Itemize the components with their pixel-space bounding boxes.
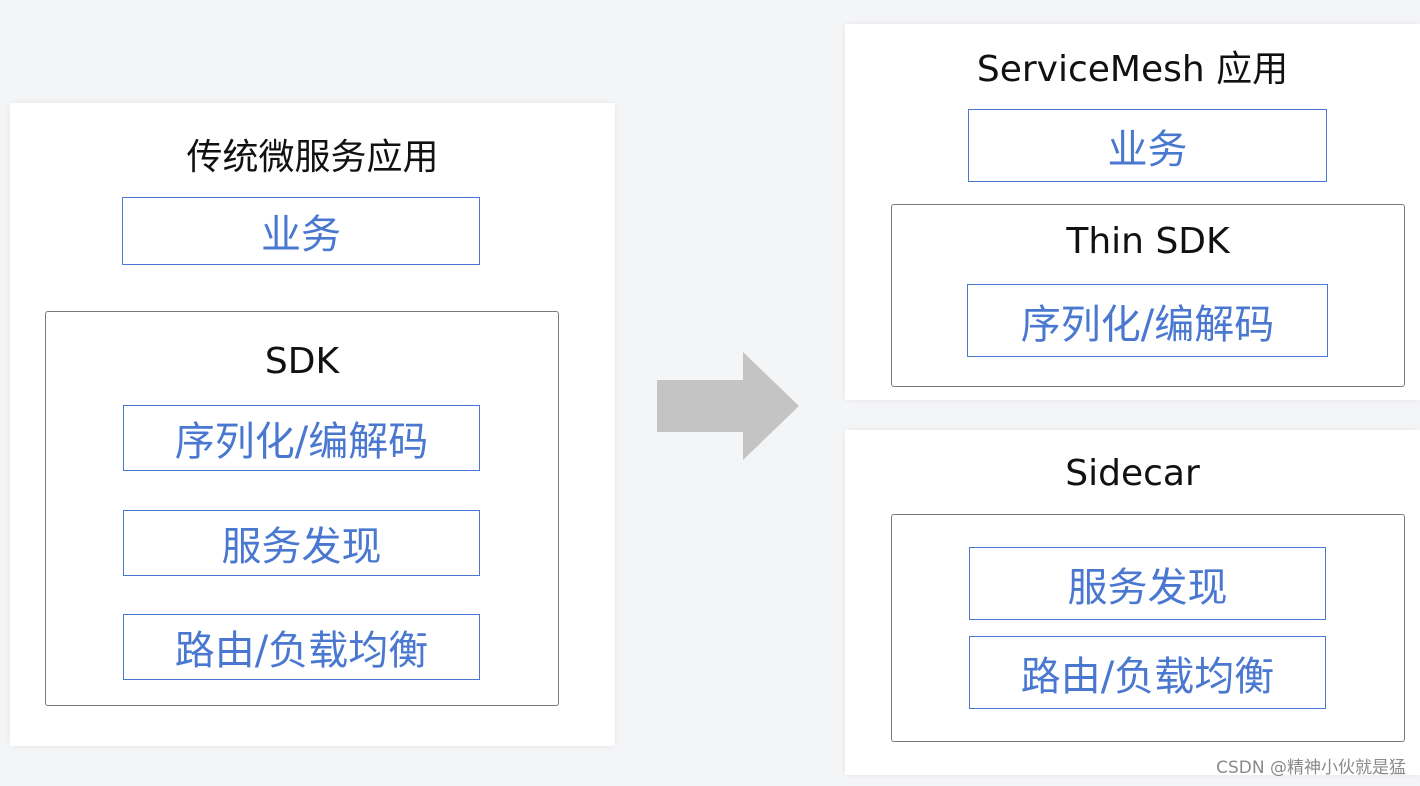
- right-arrow-icon: [657, 352, 799, 460]
- sdk-service-discovery-box: 服务发现: [123, 510, 480, 576]
- sidecar-routing-lb-box: 路由/负载均衡: [969, 636, 1326, 709]
- servicemesh-app-panel: ServiceMesh 应用 业务 Thin SDK 序列化/编解码: [845, 24, 1420, 400]
- traditional-business-box: 业务: [122, 197, 480, 265]
- sidecar-group: 服务发现 路由/负载均衡: [891, 514, 1405, 742]
- traditional-app-title: 传统微服务应用: [186, 137, 439, 178]
- sdk-title: SDK: [264, 341, 340, 382]
- thin-sdk-title: Thin SDK: [1066, 221, 1230, 262]
- thin-sdk-group: Thin SDK 序列化/编解码: [891, 204, 1405, 387]
- thin-sdk-serialization-box: 序列化/编解码: [967, 284, 1328, 357]
- traditional-app-panel: 传统微服务应用 业务 SDK 序列化/编解码 服务发现 路由/负载均衡: [10, 103, 615, 746]
- sdk-group: SDK 序列化/编解码 服务发现 路由/负载均衡: [45, 311, 559, 706]
- sidecar-title: Sidecar: [1065, 453, 1200, 494]
- servicemesh-business-box: 业务: [968, 109, 1327, 182]
- servicemesh-app-title: ServiceMesh 应用: [976, 49, 1289, 90]
- arrow-shape: [657, 352, 799, 460]
- sdk-serialization-box: 序列化/编解码: [123, 405, 480, 471]
- sidecar-panel: Sidecar 服务发现 路由/负载均衡: [845, 430, 1420, 775]
- sdk-routing-lb-box: 路由/负载均衡: [123, 614, 480, 680]
- watermark: CSDN @精神小伙就是猛: [1216, 758, 1406, 778]
- sidecar-service-discovery-box: 服务发现: [969, 547, 1326, 620]
